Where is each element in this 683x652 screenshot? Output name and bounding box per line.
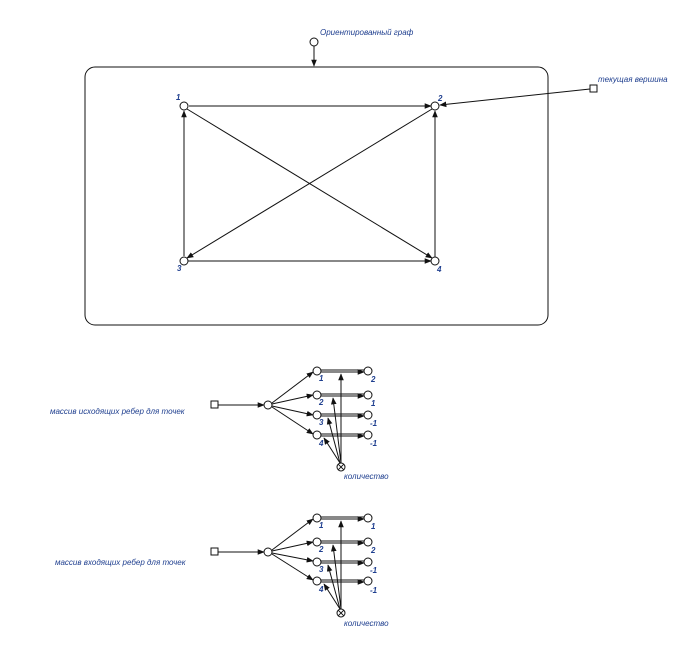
- outgoing-array: массив исходящих ребер для точек 1 2 3 4…: [50, 366, 389, 481]
- outgoing-count-arrow-3: [326, 417, 341, 464]
- outgoing-value-1: 2: [370, 375, 376, 384]
- edge-2-3: [186, 108, 433, 259]
- outgoing-value-node-3[interactable]: [363, 410, 373, 420]
- incoming-count-arrow-2: [331, 544, 342, 610]
- incoming-value-node-1[interactable]: [363, 513, 373, 523]
- outgoing-value-node-2[interactable]: [363, 390, 373, 400]
- outgoing-value-2: 1: [371, 399, 376, 408]
- vertex-4[interactable]: [430, 256, 440, 266]
- incoming-branch-3: [271, 552, 314, 563]
- outgoing-index-node-2[interactable]: [312, 390, 322, 400]
- outgoing-count-arrow-2: [330, 397, 342, 464]
- incoming-value-node-4[interactable]: [363, 576, 373, 586]
- incoming-hub-node[interactable]: [263, 547, 273, 557]
- incoming-branch-4: [271, 553, 314, 581]
- incoming-value-4: -1: [370, 586, 378, 595]
- vertex-2-label: 2: [437, 94, 443, 103]
- vertex-3-label: 3: [177, 264, 182, 273]
- incoming-index-node-4[interactable]: [312, 576, 322, 586]
- outgoing-array-box[interactable]: [210, 400, 219, 409]
- outgoing-value-3: -1: [370, 419, 378, 428]
- outgoing-index-3: 3: [319, 418, 324, 427]
- outgoing-hub-node[interactable]: [263, 400, 273, 410]
- incoming-index-node-3[interactable]: [312, 557, 322, 567]
- outgoing-index-4: 4: [318, 439, 324, 448]
- outgoing-index-node-1[interactable]: [312, 366, 322, 376]
- incoming-value-2: 2: [370, 546, 376, 555]
- incoming-value-node-3[interactable]: [363, 557, 373, 567]
- outgoing-branch-1: [271, 371, 314, 404]
- incoming-index-node-1[interactable]: [312, 513, 322, 523]
- incoming-index-4: 4: [318, 585, 324, 594]
- vertex-3[interactable]: [179, 256, 189, 266]
- incoming-branch-1: [271, 518, 314, 551]
- incoming-index-node-2[interactable]: [312, 537, 322, 547]
- oriented-graph: Ориентированный граф 1 2 3 4 текущая вер…: [84, 28, 668, 326]
- incoming-array-label: массив входящих ребер для точек: [55, 558, 187, 567]
- vertex-4-label: 4: [436, 265, 442, 274]
- outgoing-count-node[interactable]: [336, 462, 346, 472]
- incoming-array-box[interactable]: [210, 547, 219, 556]
- graph-title-node[interactable]: [309, 37, 319, 47]
- graph-container[interactable]: [84, 66, 549, 326]
- outgoing-count-label: количество: [344, 472, 389, 481]
- outgoing-branch-2: [271, 393, 314, 405]
- outgoing-branch-3: [271, 405, 314, 417]
- current-vertex-label: текущая вершина: [598, 75, 668, 84]
- incoming-index-1: 1: [319, 521, 324, 530]
- vertex-2[interactable]: [430, 101, 440, 111]
- incoming-count-node[interactable]: [336, 608, 346, 618]
- outgoing-value-node-4[interactable]: [363, 430, 373, 440]
- outgoing-index-2: 2: [318, 398, 324, 407]
- vertex-1[interactable]: [179, 101, 189, 111]
- vertex-1-label: 1: [176, 93, 181, 102]
- outgoing-index-1: 1: [319, 374, 324, 383]
- outgoing-array-label: массив исходящих ребер для точек: [50, 407, 186, 416]
- incoming-value-3: -1: [370, 566, 378, 575]
- incoming-index-2: 2: [318, 545, 324, 554]
- current-vertex-box[interactable]: [589, 84, 598, 93]
- incoming-array: массив входящих ребер для точек 1 2 3 4 …: [55, 513, 389, 628]
- graph-title: Ориентированный граф: [320, 28, 414, 37]
- incoming-count-arrow-3: [326, 564, 341, 610]
- incoming-branch-2: [271, 540, 314, 552]
- incoming-count-arrow-4: [323, 583, 341, 610]
- outgoing-index-node-3[interactable]: [312, 410, 322, 420]
- outgoing-value-4: -1: [370, 439, 378, 448]
- incoming-value-1: 1: [371, 522, 376, 531]
- outgoing-count-arrow-4: [323, 437, 341, 464]
- outgoing-value-node-1[interactable]: [363, 366, 373, 376]
- incoming-value-node-2[interactable]: [363, 537, 373, 547]
- outgoing-index-node-4[interactable]: [312, 430, 322, 440]
- incoming-index-3: 3: [319, 565, 324, 574]
- current-vertex-arrow: [439, 88, 591, 108]
- incoming-count-label: количество: [344, 619, 389, 628]
- outgoing-branch-4: [271, 406, 314, 435]
